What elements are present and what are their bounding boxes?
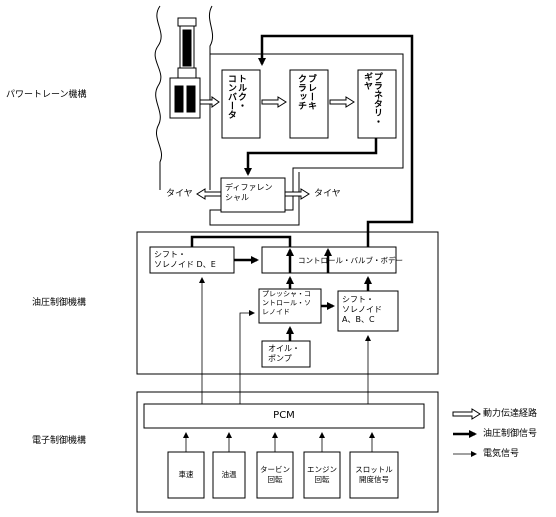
hydraulic-signal-lines — [190, 34, 414, 341]
input-label-speed: 車速 — [178, 470, 194, 479]
differential-label: ディファレン シャル — [225, 183, 273, 202]
torque-converter-label: トルク・ コンバータ — [226, 74, 246, 119]
section-label-electronic: 電子制御機構 — [32, 436, 87, 446]
oil-pump-label: オイル・ ポンプ — [268, 344, 300, 363]
hyd-line-valve-to-powertrain — [258, 34, 414, 247]
electric-signal-lines — [183, 277, 375, 452]
section-label-powertrain: パワートレーン機構 — [6, 90, 87, 100]
control-valve-body-label: コントロール・バルブ・ボデー — [298, 256, 403, 265]
planetary-to-differential-line — [244, 138, 378, 176]
torque-converter-box — [221, 69, 261, 139]
legend-electric-label: 電気信号 — [483, 449, 520, 459]
legend-icons — [452, 408, 481, 457]
planetary-gear-label: プラネタリ・ ギヤ — [362, 72, 382, 126]
input-label-oiltemp: 油温 — [221, 470, 237, 479]
pressure-control-solenoid-label: プレッシャ・コ ントロール・ソ レノイド — [262, 290, 311, 316]
brake-clutch-box — [289, 69, 329, 139]
input-box-speed — [167, 451, 205, 499]
power-arrow-tire-right — [284, 188, 310, 200]
legend-power-label: 動力伝達経路 — [483, 409, 538, 419]
input-box-oiltemp — [212, 451, 246, 499]
brake-clutch-label: ブレーキ クラッチ — [296, 74, 316, 110]
power-arrow-engine-tc — [199, 96, 220, 108]
pcm-box — [143, 403, 425, 429]
oil-pump-box — [261, 340, 311, 368]
input-label-throttle: スロットル 開度信号 — [355, 465, 393, 484]
input-box-turbine — [256, 451, 294, 499]
power-arrow-bc-pg — [329, 96, 355, 108]
shift-solenoid-de-label: シフト・ ソレノイド D、E — [154, 250, 216, 269]
pcm-label: PCM — [273, 410, 295, 421]
input-label-engine: エンジン 回転 — [307, 465, 337, 484]
input-box-throttle — [349, 451, 399, 499]
section-label-hydraulic: 油圧制御機構 — [32, 298, 87, 308]
elec-pcm-to-pcs — [239, 310, 255, 404]
legend-power-arrow-icon — [452, 408, 481, 420]
engine-sketch — [154, 5, 214, 190]
hyd-line-valve-to-de — [190, 235, 292, 247]
planetary-gear-box — [357, 69, 397, 139]
power-arrow-tire-left — [196, 188, 222, 200]
shift-solenoid-abc-label: シフト・ ソレノイド A、B、C — [342, 295, 382, 324]
input-label-turbine: タービン 回転 — [260, 465, 290, 484]
legend-hydraulic-label: 油圧制御信号 — [483, 429, 538, 439]
electronic-frame — [136, 391, 439, 513]
tire-left-label: タイヤ — [166, 189, 193, 199]
tire-right-label: タイヤ — [314, 189, 341, 199]
power-arrow-tc-bc — [261, 96, 287, 108]
hydraulic-frame — [136, 231, 439, 375]
shift-solenoid-abc-box — [337, 290, 399, 332]
input-box-engine — [303, 451, 341, 499]
power-transfer-arrows — [196, 96, 355, 200]
